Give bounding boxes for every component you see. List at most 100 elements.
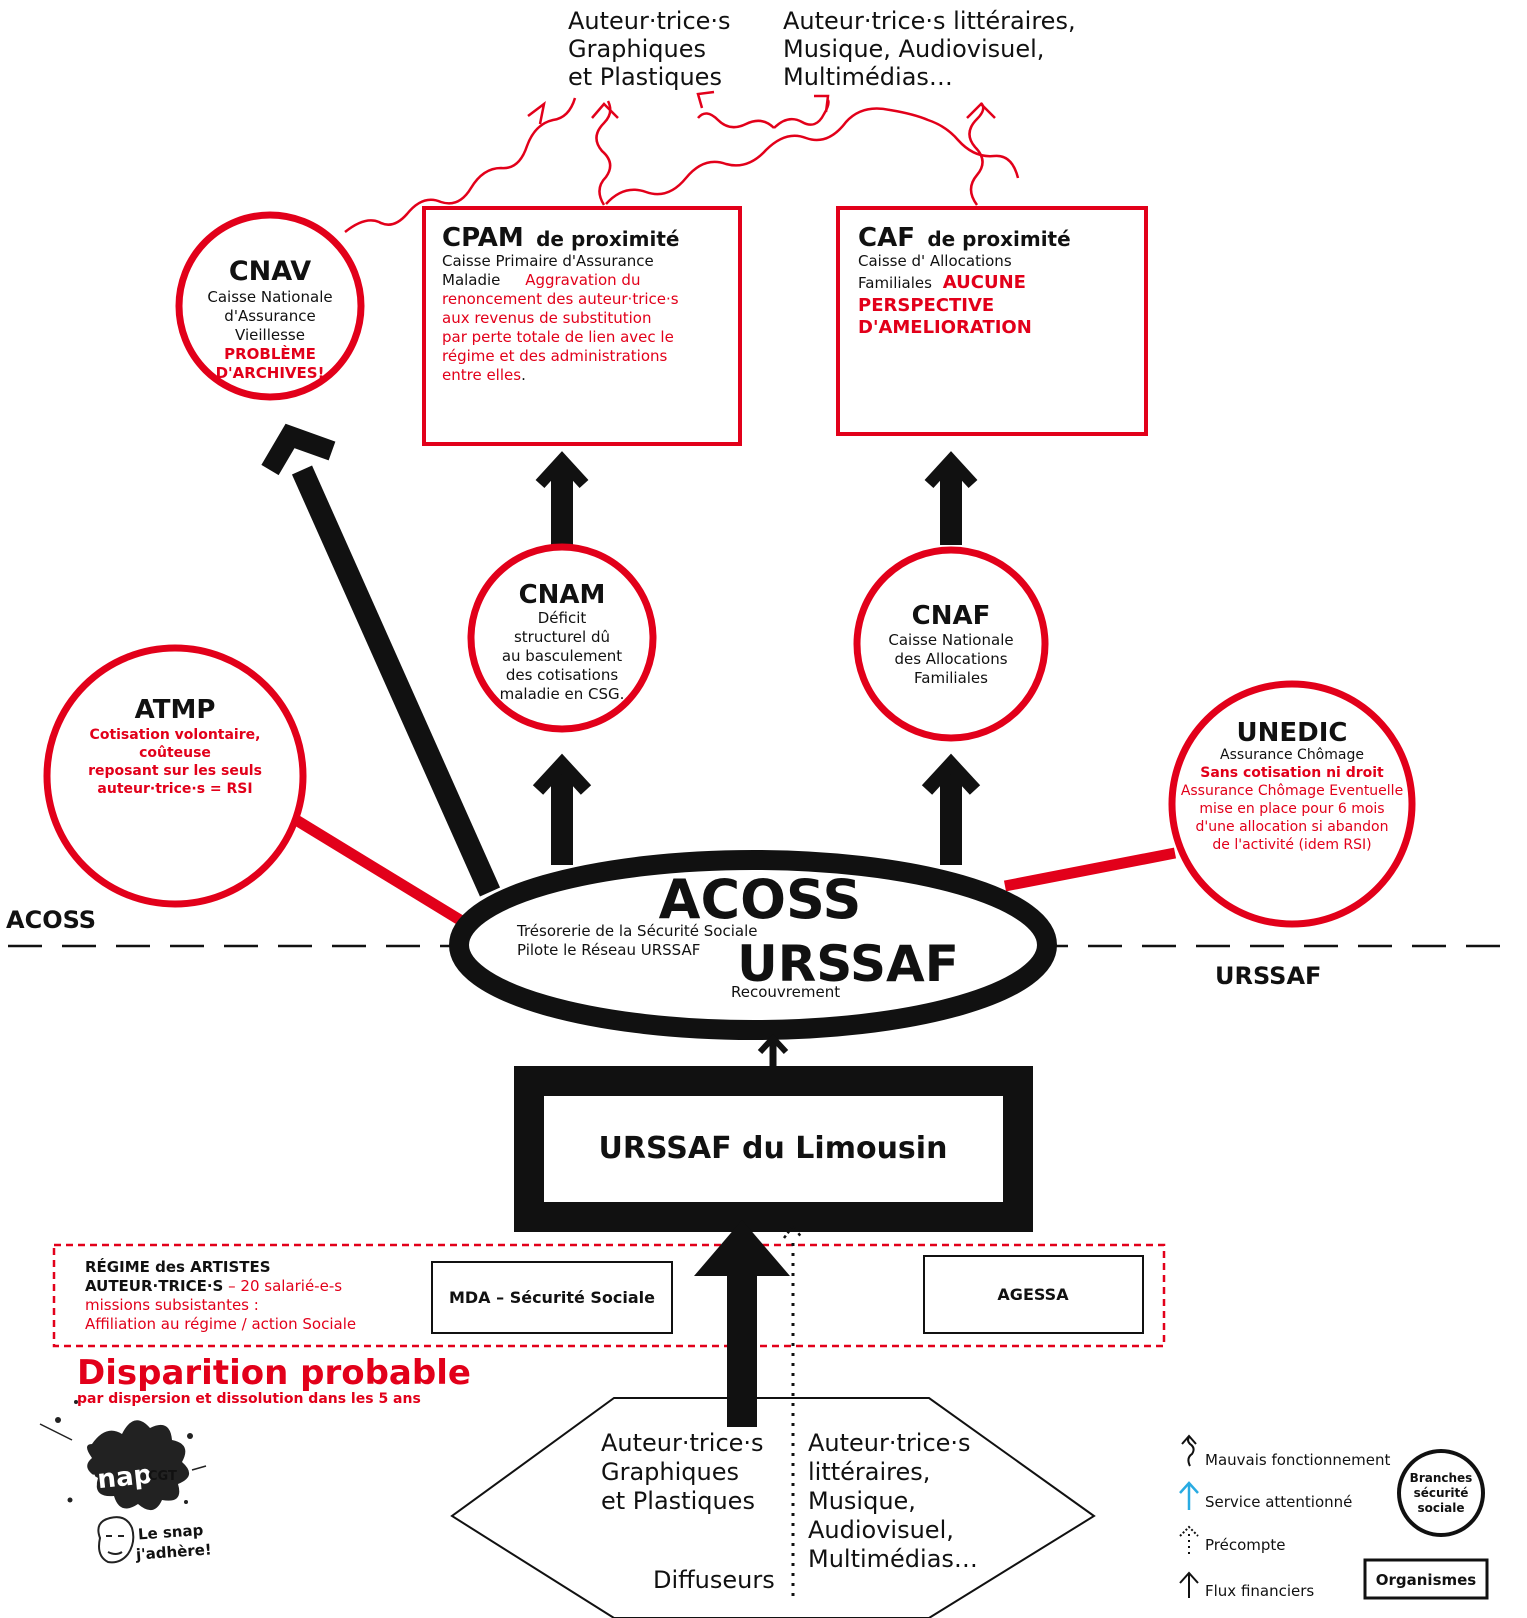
legend-circle-line-3: sociale	[1418, 1501, 1465, 1515]
connector-atmp-acoss	[280, 807, 463, 925]
cpam-note-5: entre elles	[442, 366, 521, 384]
wavy-arrow-head-center-left	[696, 90, 715, 109]
cnav-subtitle-2: d'Assurance	[224, 307, 315, 325]
acoss-title: ACOSS	[659, 868, 862, 931]
slogan-line-2: j'adhère!	[134, 1540, 212, 1563]
atmp-line-4: auteur·trice·s = RSI	[97, 781, 252, 797]
wavy-arrow-icon	[1181, 1434, 1197, 1467]
regime-title-2-line: AUTEUR·TRICE·S – 20 salarié-e-s	[85, 1277, 342, 1295]
unedic-line-1: Assurance Chômage Eventuelle	[1181, 783, 1403, 799]
acoss-subtitle-1: Trésorerie de la Sécurité Sociale	[516, 922, 757, 940]
svg-text:et Plastiques: et Plastiques	[568, 63, 722, 91]
cnav-title: CNAV	[229, 256, 311, 287]
slogan-line-1: Le snap	[137, 1521, 204, 1544]
regime-title-2-note: – 20 salarié-e-s	[223, 1277, 342, 1295]
svg-text:Auteur·trice·s littéraires,: Auteur·trice·s littéraires,	[783, 7, 1076, 35]
diffuseurs-label: Diffuseurs	[653, 1566, 775, 1594]
legend-label-service: Service attentionné	[1205, 1493, 1352, 1511]
legend-circle	[1397, 1449, 1485, 1537]
cnam-line-1: Déficit	[538, 609, 587, 627]
arrow-head-cnam	[532, 753, 592, 795]
legend-label-flux: Flux financiers	[1205, 1582, 1314, 1600]
wavy-arrow-head-center-right	[814, 94, 830, 113]
mda-box	[431, 1261, 673, 1334]
legend: Mauvais fonctionnement Service attention…	[1179, 1434, 1489, 1600]
atmp-circle: ATMP Cotisation volontaire, coûteuse rep…	[43, 644, 307, 908]
solid-arrow-icon	[1179, 1571, 1199, 1598]
svg-text:Graphiques: Graphiques	[568, 35, 706, 63]
cpam-note-1: renoncement des auteur·trice·s	[442, 290, 679, 308]
unedic-line-4: de l'activité (idem RSI)	[1212, 837, 1371, 853]
diffuseurs-hexagon: Auteur·trice·s Graphiques et Plastiques …	[450, 1397, 1096, 1618]
caf-title: CAF de proximité	[858, 223, 1071, 253]
unedic-alert: Sans cotisation ni droit	[1200, 765, 1384, 781]
legend-circle-line-2: sécurité	[1414, 1486, 1469, 1500]
cpam-title: CPAM de proximité	[442, 223, 679, 253]
caf-subtitle-1: Caisse d' Allocations	[858, 252, 1012, 270]
bottom-left-1: Auteur·trice·s	[601, 1429, 764, 1457]
splatter-shape	[87, 1420, 190, 1511]
cpam-box: CPAM de proximité Caisse Primaire d'Assu…	[422, 206, 742, 446]
svg-text:Auteur·trice·s: Auteur·trice·s	[568, 7, 731, 35]
cpam-note-end: .	[521, 366, 526, 384]
wavy-arrow-center-left	[697, 112, 775, 129]
thick-arrows	[261, 423, 981, 897]
cpam-note-3: par perte totale de lien avec le	[442, 328, 674, 346]
unedic-line-2: mise en place pour 6 mois	[1199, 801, 1384, 817]
top-label-literary-authors: Auteur·trice·s littéraires, Musique, Aud…	[783, 7, 1076, 91]
cnav-alert-2: D'ARCHIVES!	[216, 364, 325, 382]
cpam-subtitle-2: Maladie	[442, 271, 500, 289]
urssaf-title: URSSAF	[737, 935, 959, 993]
arrow-acoss-to-cnav	[291, 465, 501, 897]
arrow-authors-to-limousin	[694, 1220, 790, 1427]
cnam-circle: CNAM Déficit structurel dû au basculemen…	[467, 543, 657, 733]
urssaf-subtitle: Recouvrement	[731, 983, 840, 1001]
cpam-note-2: aux revenus de substitution	[442, 309, 651, 327]
cpam-subtitle-1: Caisse Primaire d'Assurance	[442, 252, 654, 270]
cpam-note-4: régime et des administrations	[442, 347, 668, 365]
cnam-title: CNAM	[519, 580, 606, 610]
atmp-line-1: Cotisation volontaire,	[90, 727, 261, 743]
regime-title-1: RÉGIME des ARTISTES	[85, 1257, 271, 1276]
legend-label-mauvais: Mauvais fonctionnement	[1205, 1451, 1390, 1469]
disparition-subtitle: par dispersion et dissolution dans les 5…	[77, 1391, 421, 1407]
unedic-subtitle: Assurance Chômage	[1220, 747, 1364, 763]
regime-note-2: Affiliation au régime / action Sociale	[85, 1315, 356, 1333]
arrow-head-cpam	[535, 451, 589, 489]
legend-box	[1363, 1558, 1489, 1600]
atmp-title: ATMP	[135, 695, 216, 725]
connector-unedic-acoss	[1003, 847, 1177, 892]
divider-label-urssaf: URSSAF	[1215, 962, 1321, 990]
cnaf-circle: CNAF Caisse Nationale des Allocations Fa…	[853, 546, 1049, 742]
legend-box-label: Organismes	[1376, 1571, 1477, 1589]
acoss-subtitle-2: Pilote le Réseau URSSAF	[517, 941, 700, 959]
cnam-line-2: structurel dû	[514, 628, 610, 646]
dotted-arrow-precompte	[783, 1223, 803, 1596]
wavy-arrow-caf-up	[968, 102, 985, 206]
cnaf-line-3: Familiales	[914, 669, 988, 687]
bottom-right-2: littéraires,	[808, 1458, 930, 1486]
regime-title-2: AUTEUR·TRICE·S	[85, 1277, 223, 1295]
acoss-urssaf-ellipse: ACOSS Trésorerie de la Sécurité Sociale …	[449, 850, 1057, 1040]
atmp-line-3: reposant sur les seuls	[88, 763, 262, 779]
cpam-note-5-line: entre elles.	[442, 366, 526, 384]
cnav-circle: CNAV Caisse Nationale d'Assurance Vieill…	[175, 211, 365, 401]
snap-logo-text: snap	[81, 1460, 154, 1497]
face-sketch-icon	[97, 1516, 135, 1564]
agessa-box	[923, 1255, 1144, 1334]
legend-label-precompte: Précompte	[1205, 1536, 1286, 1554]
cnav-alert-1: PROBLÈME	[224, 344, 316, 363]
snap-cgt-logo: snap CGT	[39, 1400, 207, 1511]
cnam-line-3: au basculement	[502, 647, 622, 665]
unedic-line-3: d'une allocation si abandon	[1196, 819, 1389, 835]
red-connectors	[280, 807, 1177, 925]
caf-box: CAF de proximité Caisse d' Allocations F…	[836, 206, 1148, 436]
cnam-line-5: maladie en CSG.	[500, 685, 625, 703]
unedic-circle: UNEDIC Assurance Chômage Sans cotisation…	[1168, 680, 1416, 928]
blue-arrow-icon	[1179, 1481, 1199, 1510]
cnav-subtitle-1: Caisse Nationale	[207, 288, 332, 306]
cgt-logo-text: CGT	[148, 1469, 177, 1484]
wavy-arrow-cpam-up	[595, 100, 612, 206]
disparition-title: Disparition probable	[77, 1353, 471, 1393]
